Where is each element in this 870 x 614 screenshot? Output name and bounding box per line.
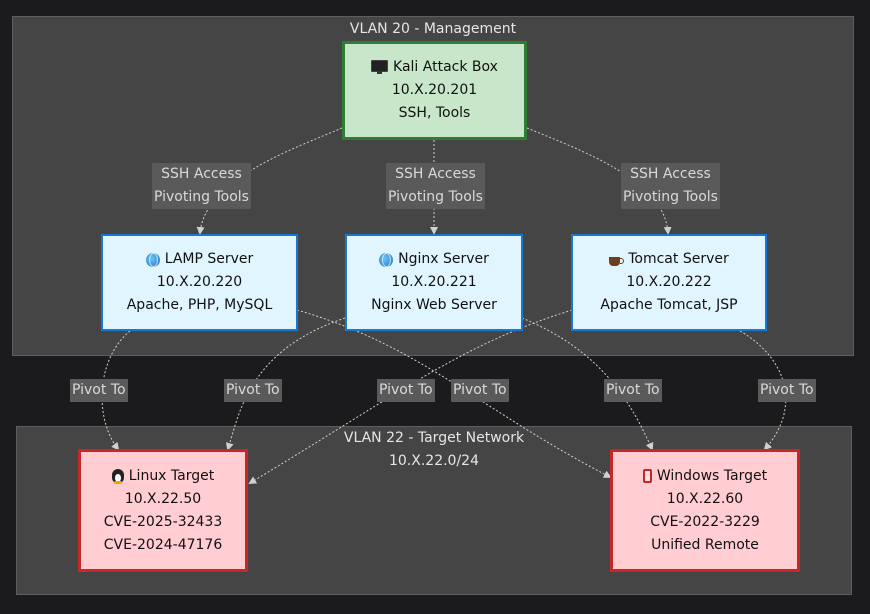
globe-icon	[379, 252, 394, 267]
node-detail: Nginx Web Server	[371, 297, 497, 313]
tomcat-server-node[interactable]: Tomcat Server 10.X.20.222 Apache Tomcat,…	[571, 234, 767, 331]
edge-label-line: Pivoting Tools	[623, 189, 718, 205]
node-ip: 10.X.22.50	[124, 490, 202, 507]
desktop-computer-icon	[371, 60, 389, 74]
edge-lamp-windows	[296, 309, 612, 478]
edge-label-line: Pivoting Tools	[388, 189, 483, 205]
node-detail: SSH, Tools	[398, 105, 471, 121]
kali-attack-box-node[interactable]: Kali Attack Box 10.X.20.201 SSH, Tools	[342, 41, 527, 140]
node-detail: Apache Tomcat, JSP	[600, 297, 738, 313]
node-cve: CVE-2025-32433	[103, 513, 223, 530]
node-detail: Unified Remote	[651, 536, 759, 553]
node-cve: CVE-2024-47176	[103, 536, 223, 553]
node-cve: CVE-2022-3229	[650, 513, 760, 530]
node-name: Kali Attack Box	[393, 59, 498, 75]
edge-kali-lamp	[196, 127, 343, 235]
node-name: Nginx Server	[398, 251, 489, 267]
node-ip: 10.X.20.221	[391, 274, 477, 290]
mobile-phone-icon	[642, 469, 652, 483]
penguin-icon	[111, 469, 124, 484]
edge-label-kali-tomcat: SSH Access Pivoting Tools	[621, 163, 720, 209]
node-ip: 10.X.20.201	[391, 82, 478, 98]
node-ip: 10.X.22.60	[666, 490, 744, 507]
linux-target-node[interactable]: Linux Target 10.X.22.50 CVE-2025-32433 C…	[78, 449, 248, 572]
edge-label-tomcat-linux: Pivot To	[377, 379, 435, 402]
node-ip: 10.X.20.220	[156, 274, 243, 290]
windows-target-node[interactable]: Windows Target 10.X.22.60 CVE-2022-3229 …	[610, 449, 800, 572]
vlan22-title: VLAN 22 - Target Network	[343, 430, 525, 446]
node-name: Tomcat Server	[628, 251, 729, 267]
globe-icon	[145, 252, 160, 267]
node-name: LAMP Server	[164, 251, 254, 267]
vlan22-subnet: 10.X.22.0/24	[388, 453, 479, 469]
edge-label-tomcat-windows: Pivot To	[758, 379, 816, 402]
node-detail: Apache, PHP, MySQL	[126, 297, 273, 313]
edge-nginx-linux	[225, 317, 346, 451]
edge-lamp-linux	[101, 330, 131, 451]
edge-label-line: SSH Access	[161, 166, 242, 182]
edge-label-lamp-windows: Pivot To	[451, 379, 509, 402]
edge-tomcat-linux	[248, 309, 573, 485]
vlan20-title: VLAN 20 - Management	[349, 21, 517, 37]
edge-label-nginx-windows: Pivot To	[604, 379, 662, 402]
edge-label-kali-lamp: SSH Access Pivoting Tools	[152, 163, 251, 209]
node-ip: 10.X.20.222	[626, 274, 712, 290]
lamp-server-node[interactable]: LAMP Server 10.X.20.220 Apache, PHP, MyS…	[101, 234, 298, 331]
edge-label-line: SSH Access	[395, 166, 476, 182]
edge-label-lamp-linux: Pivot To	[70, 379, 128, 402]
node-name: Windows Target	[656, 467, 768, 484]
edge-label-line: Pivoting Tools	[154, 189, 249, 205]
edge-kali-tomcat	[526, 127, 672, 235]
node-name: Linux Target	[128, 467, 215, 484]
edge-label-kali-nginx: SSH Access Pivoting Tools	[386, 163, 485, 209]
coffee-icon	[609, 256, 625, 266]
nginx-server-node[interactable]: Nginx Server 10.X.20.221 Nginx Web Serve…	[345, 234, 523, 331]
edge-nginx-windows	[521, 317, 654, 451]
edge-label-line: SSH Access	[630, 166, 711, 182]
edge-label-nginx-linux: Pivot To	[224, 379, 282, 402]
